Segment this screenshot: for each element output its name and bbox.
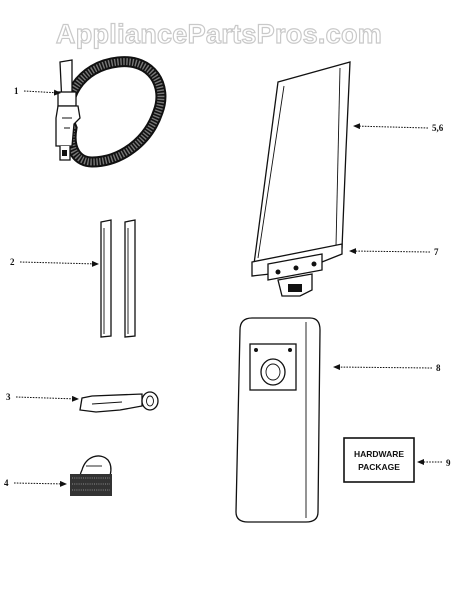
hardware-package-line2: PACKAGE xyxy=(358,462,400,472)
callout-3: 3 xyxy=(6,392,11,402)
leader-lines xyxy=(13,89,442,487)
part-filter-bag[interactable] xyxy=(235,317,321,523)
callout-4: 4 xyxy=(4,478,9,488)
leader-56 xyxy=(353,123,429,130)
callout-56: 5,6 xyxy=(432,123,444,133)
leader-3 xyxy=(15,395,79,402)
leader-8 xyxy=(333,364,433,371)
part-vacuum-bag[interactable] xyxy=(251,61,351,297)
leader-1 xyxy=(23,89,61,96)
part-wands[interactable] xyxy=(100,219,136,338)
callout-2: 2 xyxy=(10,257,15,267)
leader-2 xyxy=(19,260,99,267)
hardware-package-line1: HARDWARE xyxy=(354,449,404,459)
callout-labels: 1 2 3 4 5,6 7 8 9 xyxy=(4,86,451,488)
part-hardware-package[interactable]: HARDWARE PACKAGE xyxy=(343,437,415,483)
callout-7: 7 xyxy=(434,247,439,257)
callout-1: 1 xyxy=(14,86,19,96)
leader-7 xyxy=(349,248,431,255)
watermark: AppliancePartsPros.com xyxy=(56,19,382,49)
callout-8: 8 xyxy=(436,363,441,373)
part-crevice-tool[interactable] xyxy=(79,391,159,413)
part-dust-brush[interactable] xyxy=(70,455,112,496)
callout-9: 9 xyxy=(446,458,451,468)
leader-4 xyxy=(13,480,67,487)
part-hose[interactable] xyxy=(55,56,167,168)
